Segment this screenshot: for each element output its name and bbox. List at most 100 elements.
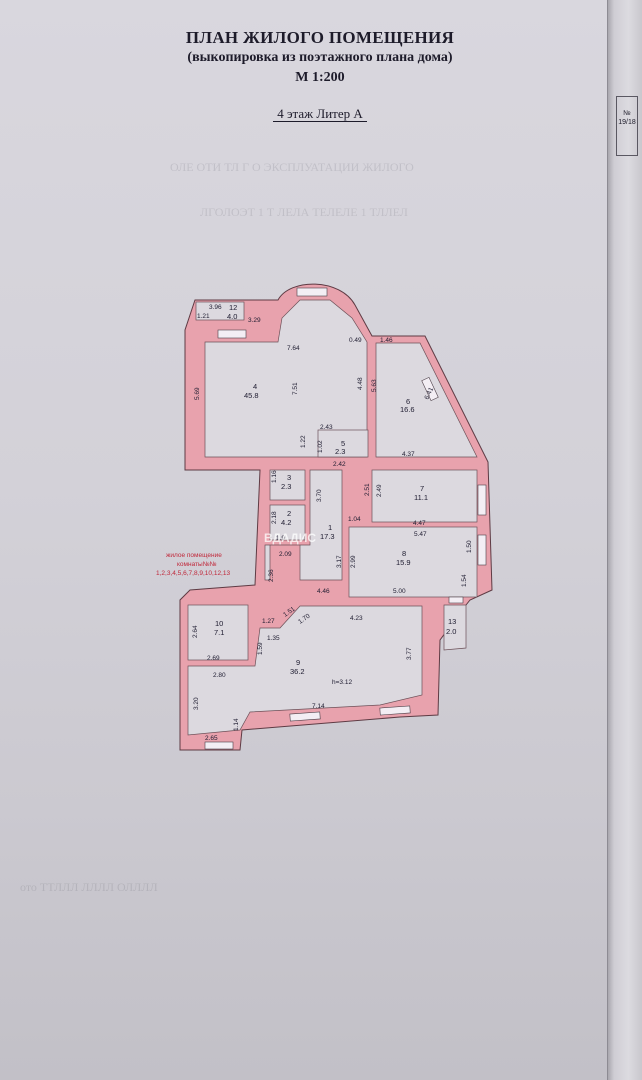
room-area: 2.3: [281, 482, 291, 491]
premises-note-line3: 1,2,3,4,5,6,7,8,9,10,12,13: [156, 570, 230, 577]
window: [421, 376, 439, 402]
window: [379, 705, 411, 716]
dimension-label: 3.96: [209, 304, 222, 311]
room-area: 17.3: [320, 532, 335, 541]
dimension-label: 3.17: [336, 555, 343, 568]
dimension-label: 4.23: [350, 615, 363, 622]
window: [296, 287, 328, 297]
dimension-label: 2.64: [192, 625, 199, 638]
room-number: 2: [287, 509, 291, 518]
room-area: 11.1: [414, 493, 428, 502]
room-area: 4.2: [281, 518, 291, 527]
room-1: [264, 469, 343, 581]
side-stamp: № 19/18: [616, 96, 638, 156]
dimension-label: 2.43: [320, 424, 333, 431]
scale-label: М 1:200: [295, 70, 345, 85]
premises-note-line2: комнаты№№: [177, 561, 217, 568]
room-3: [269, 469, 306, 501]
dimension-label: 1.14: [233, 718, 240, 731]
room-number: 6: [406, 397, 410, 406]
ceiling-height: h=3.12: [332, 679, 352, 686]
dimension-label: 5.47: [414, 531, 427, 538]
dimension-label: 2.69: [207, 655, 220, 662]
dimension-label: 0.49: [349, 337, 362, 344]
dimension-label: 3.77: [406, 647, 413, 660]
dimension-label: 1.9: [276, 535, 285, 542]
watermark: ВДАДИС: [264, 531, 316, 545]
room-7: [371, 469, 478, 523]
dimension-label: 2.49: [376, 484, 383, 497]
dimension-label: 4.37: [402, 451, 415, 458]
window: [289, 711, 321, 722]
bleed-through-text: ЛГОЛОЭТ 1 Т ЛЕЛА ТЕЛЕЛЕ 1 ТЛЛЕЛ: [200, 205, 408, 219]
dimension-label: 1.54: [461, 574, 468, 587]
room-area: 36.2: [290, 667, 305, 676]
room-8: [348, 526, 478, 598]
dimension-label: 3.70: [316, 489, 323, 502]
dimension-label: 1.02: [317, 440, 324, 453]
room-area: 2.0: [446, 627, 456, 636]
room-number: 7: [420, 484, 424, 493]
dimension-label: 5.63: [371, 379, 378, 392]
window: [217, 329, 247, 339]
dimension-label: 3.29: [248, 317, 261, 324]
room-area: 4.0: [227, 312, 237, 321]
room-number: 9: [296, 658, 300, 667]
room-13: [443, 604, 467, 651]
room-number: 13: [448, 617, 456, 626]
bleed-through-text: ото ТТЛЛЛ ЛЛЛЛ ОЛЛЛЛ: [20, 880, 158, 894]
room-10: [187, 604, 249, 661]
dimension-label: 4.47: [413, 520, 426, 527]
room-area: 45.8: [244, 391, 259, 400]
room-area: 15.9: [396, 558, 411, 567]
dimension-label: 5.69: [194, 387, 201, 400]
room-area: 7.1: [214, 628, 224, 637]
dimension-label: 6.41: [423, 386, 435, 401]
window: [448, 596, 464, 604]
adjacent-page-edge: № 19/18: [607, 0, 642, 1080]
room-area: 16.6: [400, 405, 415, 414]
room-5: [317, 429, 369, 458]
room-number: 5: [341, 439, 345, 448]
document-subtitle: (выкопировка из поэтажного плана дома): [187, 50, 453, 65]
dimension-label: 2.09: [279, 551, 292, 558]
room-9: [187, 605, 423, 736]
room-number: 1: [328, 523, 332, 532]
room-area: 2.3: [335, 447, 345, 456]
dimension-label: 4.46: [317, 588, 330, 595]
room-number: 10: [215, 619, 223, 628]
dimension-label: 1.22: [300, 435, 307, 448]
dimension-label: 2.42: [333, 461, 346, 468]
dimension-label: 1.35: [267, 635, 280, 642]
room-number: 3: [287, 473, 291, 482]
room-4: [204, 299, 368, 458]
dimension-label: 2.36: [268, 569, 275, 582]
dimension-label: 1.16: [271, 470, 278, 483]
dimension-label: 2.65: [205, 735, 218, 742]
dimension-label: 7.51: [292, 382, 299, 395]
dimension-label: 5.00: [393, 588, 406, 595]
dimension-label: 4.48: [357, 377, 364, 390]
dimension-label: 1.27: [262, 618, 275, 625]
dimension-label: 2.80: [213, 672, 226, 679]
window: [477, 534, 487, 566]
dimension-label: 1.46: [380, 337, 393, 344]
premises-note-line1: жилое помещение: [166, 552, 222, 559]
dimension-label: 3.20: [193, 697, 200, 710]
dimension-label: 7.14: [312, 703, 325, 710]
bleed-through-text: ОЛЕ ОТИ ТЛ Г О ЭКСПЛУАТАЦИИ ЖИЛОГО: [170, 160, 414, 174]
room-2: [269, 504, 306, 541]
dimension-label: 7.64: [287, 345, 300, 352]
window: [477, 484, 487, 516]
dimension-label: 1.59: [257, 642, 264, 655]
floor-label: 4 этаж Литер А: [273, 106, 367, 122]
document-title: ПЛАН ЖИЛОГО ПОМЕЩЕНИЯ: [185, 28, 455, 47]
room-number: 4: [253, 382, 257, 391]
dimension-label: 1.21: [197, 313, 210, 320]
dimension-label: 1.04: [348, 516, 361, 523]
dimension-label: 1.50: [466, 540, 473, 553]
dimension-label: 2.18: [271, 511, 278, 524]
room-number: 12: [229, 303, 237, 312]
window: [204, 741, 234, 750]
room-12: [195, 301, 245, 321]
